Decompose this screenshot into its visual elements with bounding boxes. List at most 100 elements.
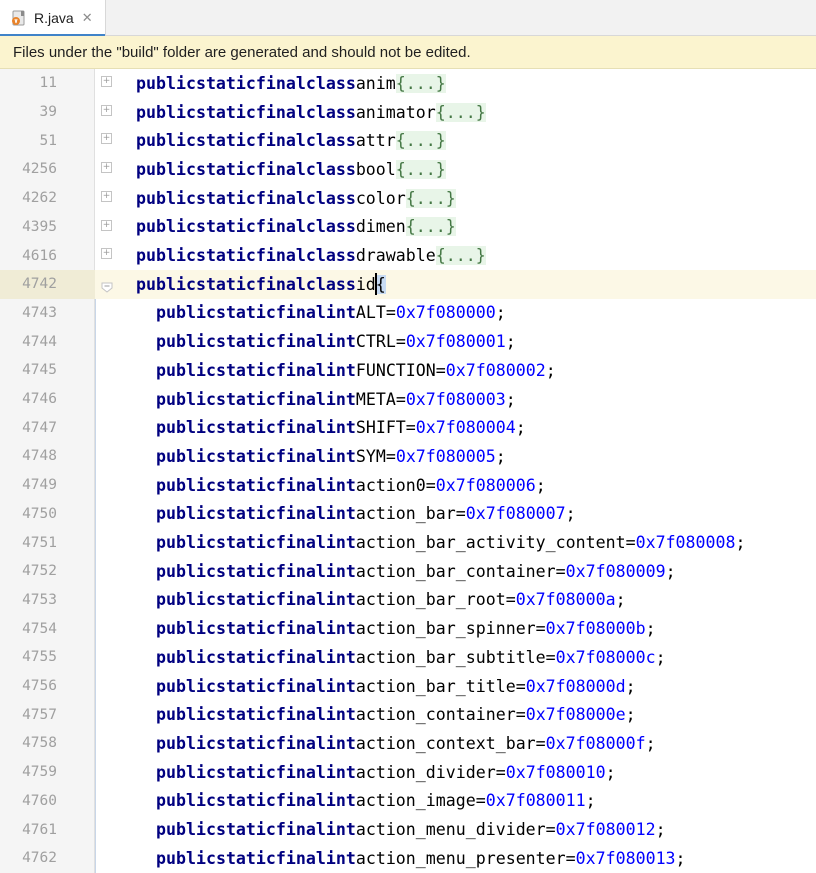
gutter-cell: 4751 <box>0 528 95 557</box>
fold-expand-icon[interactable]: + <box>101 76 112 87</box>
fold-expand-icon[interactable]: + <box>101 104 112 116</box>
gutter-cell: 4755 <box>0 643 95 672</box>
keyword-public: public <box>136 246 196 266</box>
code-line-class-color[interactable]: 4262+public static final class color {..… <box>0 184 816 213</box>
code-line-field[interactable]: 4756 public static final int action_bar_t… <box>0 672 816 701</box>
code-text: public static final int action_bar_title… <box>156 676 636 696</box>
line-number: 4756 <box>22 678 57 695</box>
keyword-static: static <box>215 475 276 495</box>
class-name: animator <box>355 102 436 122</box>
field-name: action_context_bar <box>355 733 536 753</box>
generated-file-warning-banner: Files under the "build" folder are gener… <box>0 36 816 69</box>
line-number: 4262 <box>22 190 57 207</box>
line-number: 4395 <box>22 218 57 235</box>
keyword-public: public <box>156 418 216 438</box>
keyword-public: public <box>156 475 216 495</box>
class-name: dimen <box>355 217 406 237</box>
code-text: public static final int action_menu_pres… <box>156 848 686 868</box>
tab-r-java[interactable]: R.java ✕ <box>0 0 106 37</box>
code-line-class-drawable[interactable]: 4616+public static final class drawable … <box>0 241 816 270</box>
code-text: public static final class anim {...} <box>136 69 446 98</box>
keyword-final: final <box>275 820 326 840</box>
keyword-final: final <box>275 762 326 782</box>
code-editor[interactable]: 11+public static final class anim {...}3… <box>0 69 816 873</box>
code-line-class-attr[interactable]: 51+public static final class attr {...} <box>0 126 816 155</box>
keyword-int: int <box>325 848 356 868</box>
folded-region-placeholder[interactable]: {...} <box>435 246 486 266</box>
code-line-field[interactable]: 4755 public static final int action_bar_s… <box>0 643 816 672</box>
fold-expand-icon[interactable]: + <box>101 190 112 202</box>
field-name: action_container <box>355 705 516 725</box>
field-name: action_bar_activity_content <box>355 533 626 553</box>
keyword-class: class <box>305 73 356 93</box>
gutter-cell: 4756 <box>0 672 95 701</box>
field-value: 0x7f080006 <box>435 475 536 495</box>
field-name: action_image <box>355 791 476 811</box>
line-number: 4742 <box>22 276 57 293</box>
field-value: 0x7f080013 <box>575 848 676 868</box>
fold-expand-icon[interactable]: + <box>101 133 112 145</box>
fold-collapse-icon[interactable] <box>101 278 113 293</box>
line-number: 4760 <box>22 792 57 809</box>
folded-region-placeholder[interactable]: {...} <box>435 102 486 122</box>
keyword-public: public <box>156 762 216 782</box>
field-name: action_bar_subtitle <box>355 647 546 667</box>
field-value: 0x7f080007 <box>465 504 566 524</box>
code-text: public static final int action_bar_subti… <box>156 647 666 667</box>
gutter-cell: 4749 <box>0 471 95 500</box>
code-text: public static final int SHIFT=0x7f080004… <box>156 418 526 438</box>
close-icon[interactable]: ✕ <box>81 10 93 26</box>
folded-region-placeholder[interactable]: {...} <box>405 188 456 208</box>
code-line-class-dimen[interactable]: 4395+public static final class dimen {..… <box>0 213 816 242</box>
keyword-static: static <box>195 246 256 266</box>
fold-expand-icon[interactable]: + <box>101 219 112 231</box>
keyword-static: static <box>215 619 276 639</box>
keyword-public: public <box>156 619 216 639</box>
gutter-cell: 51 <box>0 126 95 155</box>
field-name: action_menu_presenter <box>355 848 566 868</box>
code-line-class-bool[interactable]: 4256+public static final class bool {...… <box>0 155 816 184</box>
keyword-static: static <box>195 274 256 294</box>
folded-region-placeholder[interactable]: {...} <box>395 73 446 93</box>
gutter-cell: 4752 <box>0 557 95 586</box>
fold-expand-icon[interactable]: + <box>101 162 112 174</box>
matched-brace: { <box>374 272 386 295</box>
keyword-static: static <box>195 188 256 208</box>
fold-expand-icon[interactable]: + <box>101 248 112 260</box>
code-text: public static final int action0=0x7f0800… <box>156 475 546 495</box>
folded-region-placeholder[interactable]: {...} <box>405 217 456 237</box>
keyword-final: final <box>255 131 306 151</box>
keyword-public: public <box>136 102 196 122</box>
gutter-cell: 11 <box>0 69 95 98</box>
code-line-field[interactable]: 4749 public static final int action0=0x7f… <box>0 471 816 500</box>
keyword-public: public <box>136 159 196 179</box>
gutter-cell: 4395 <box>0 213 95 242</box>
folded-region-placeholder[interactable]: {...} <box>395 131 446 151</box>
code-line-class-animator[interactable]: 39+public static final class animator {.… <box>0 98 816 127</box>
line-number: 4752 <box>22 563 57 580</box>
folded-region-placeholder[interactable]: {...} <box>395 159 446 179</box>
line-number: 4755 <box>22 649 57 666</box>
field-value: 0x7f080009 <box>565 561 666 581</box>
code-line-class-anim[interactable]: 11 + public static final class anim {...} <box>0 69 816 98</box>
field-name: action_bar_container <box>355 561 556 581</box>
field-value: 0x7f08000c <box>555 647 656 667</box>
